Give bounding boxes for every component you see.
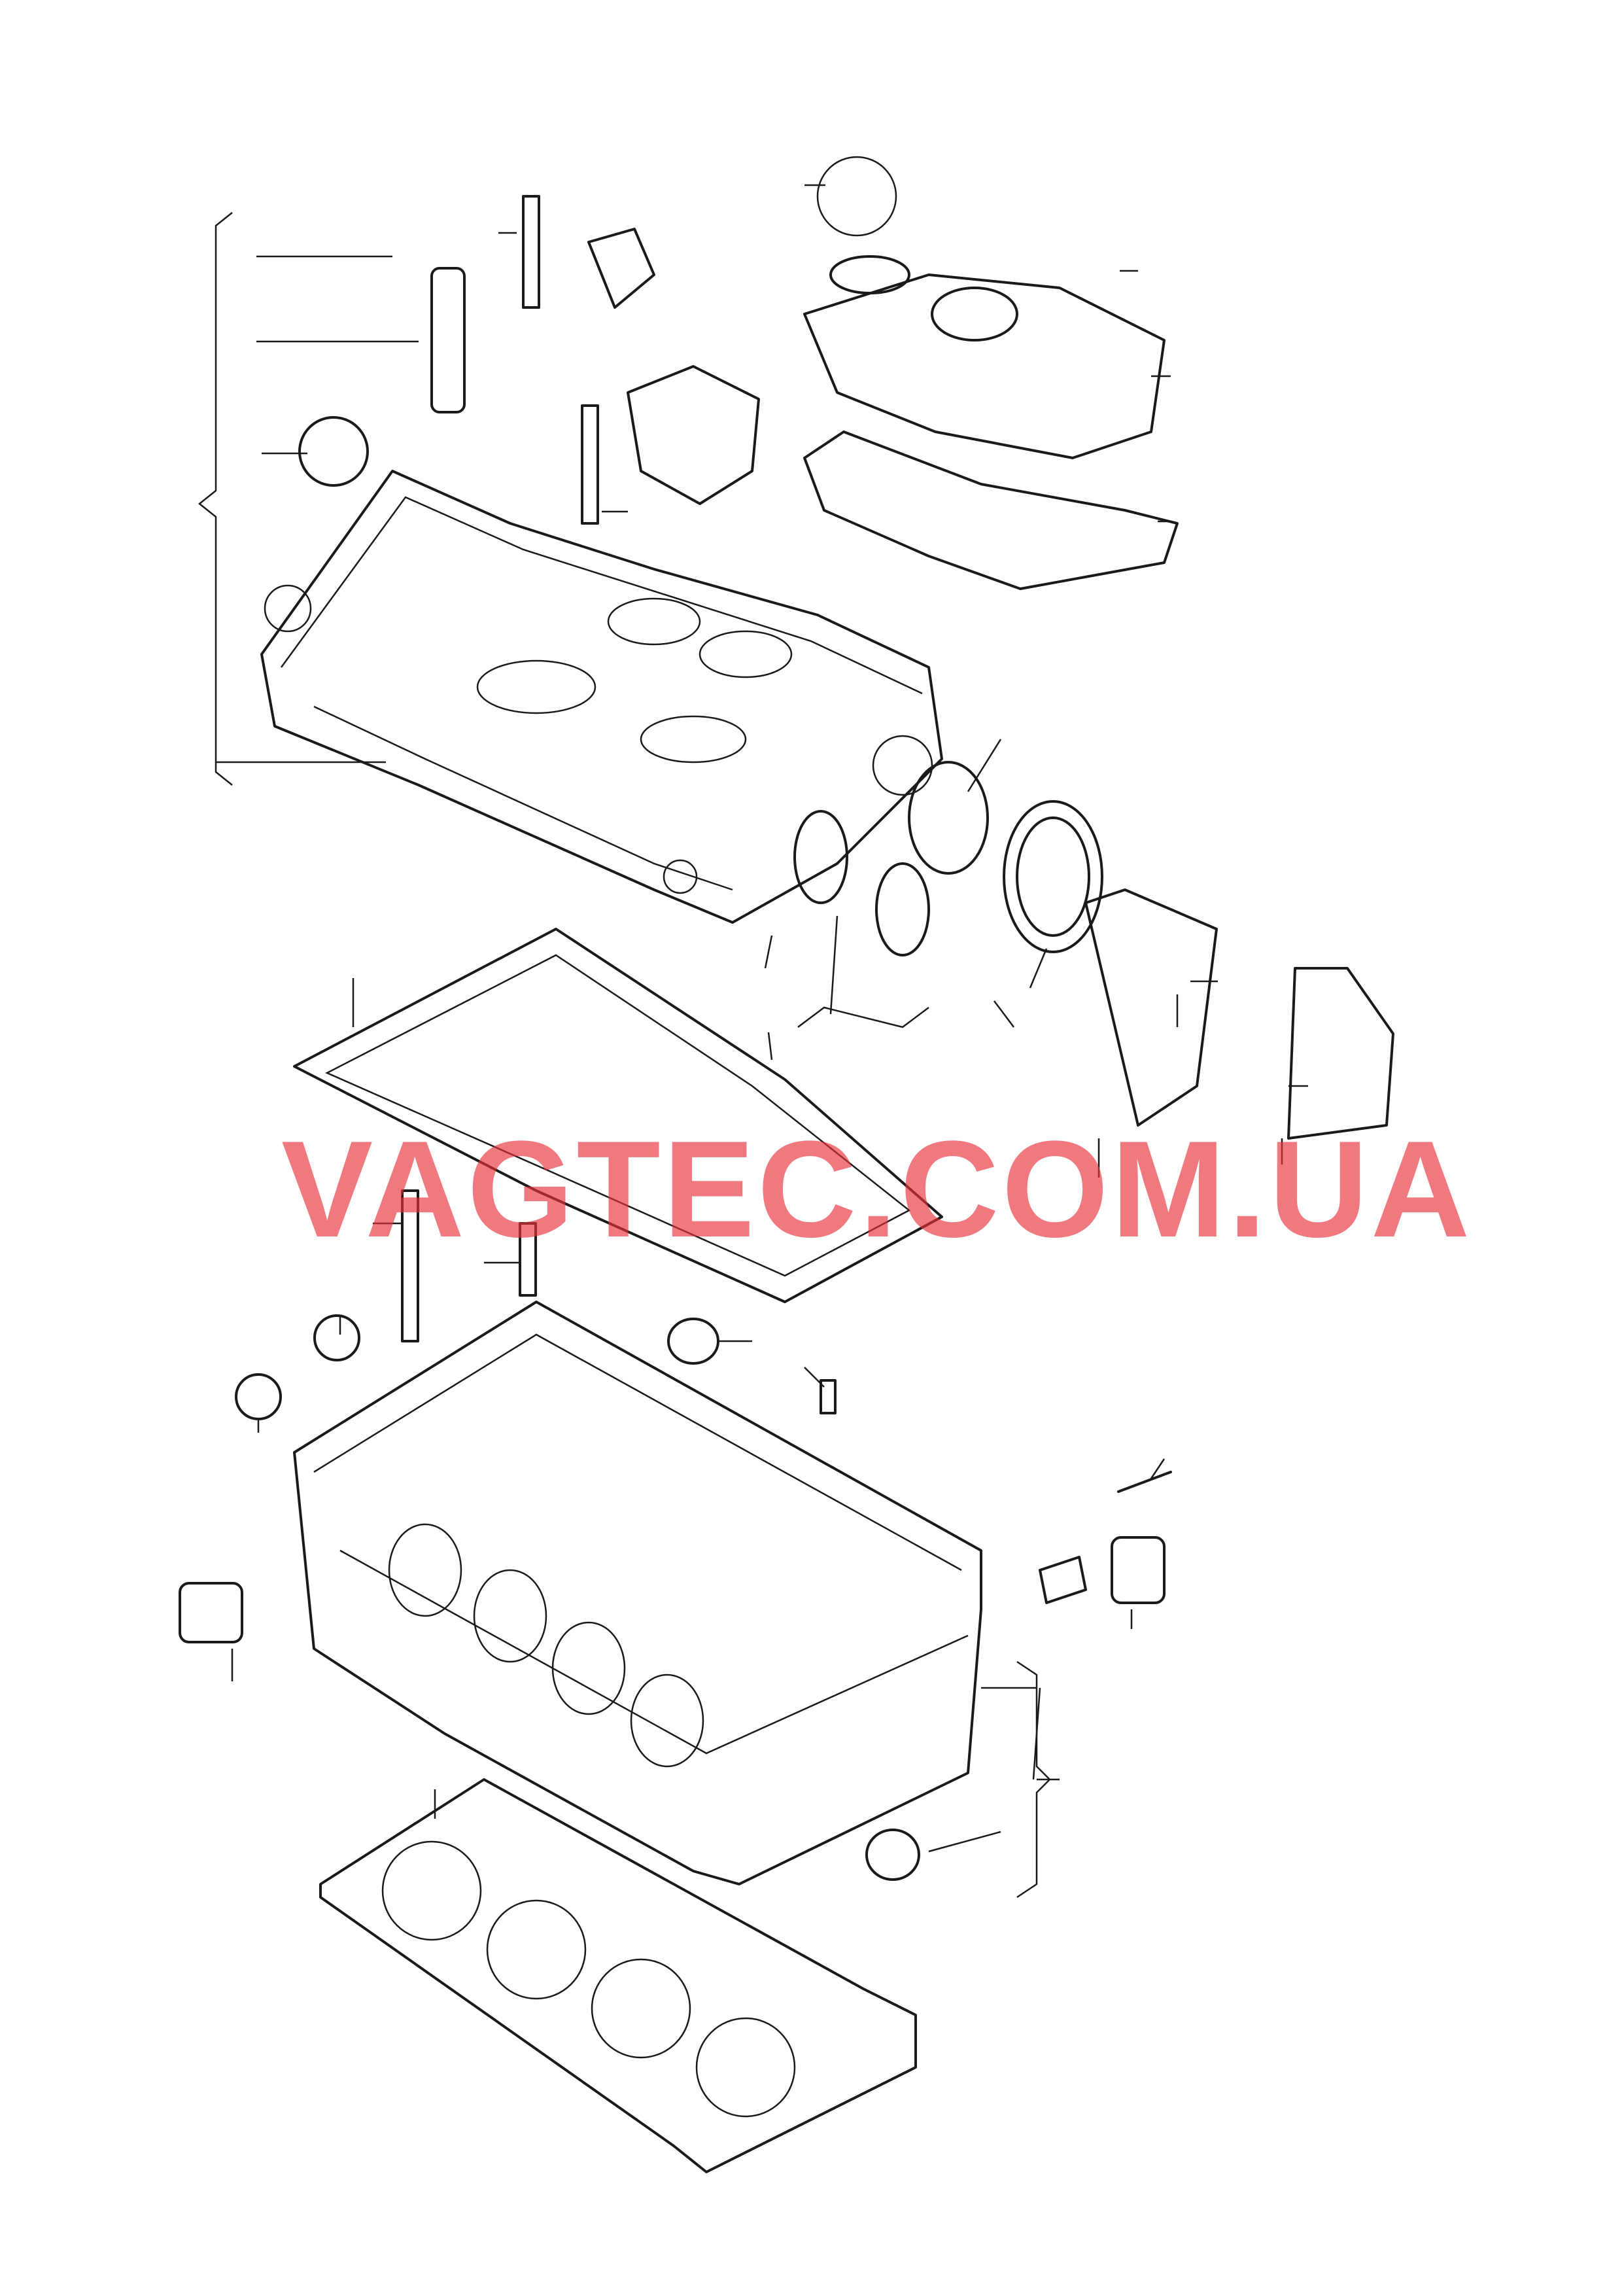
cylinder-head — [293, 1189, 982, 1885]
head-gasket-bores — [381, 1840, 796, 2118]
cover-gasket — [803, 430, 1179, 590]
timing-parts — [793, 761, 1394, 1140]
upper-small-parts — [298, 195, 760, 525]
cylinder-head-gasket — [319, 1778, 917, 2173]
watermark: VAGTEC.COM.UA — [281, 1112, 1472, 1266]
group-braces — [198, 212, 1060, 1899]
leader-lines — [216, 184, 1308, 1853]
camshaft-housing — [260, 470, 943, 924]
camshaft-housing-gasket — [293, 928, 943, 1303]
sealing-plugs-and-sensors — [179, 1314, 1172, 1881]
oil-separator-cover — [803, 156, 1166, 459]
